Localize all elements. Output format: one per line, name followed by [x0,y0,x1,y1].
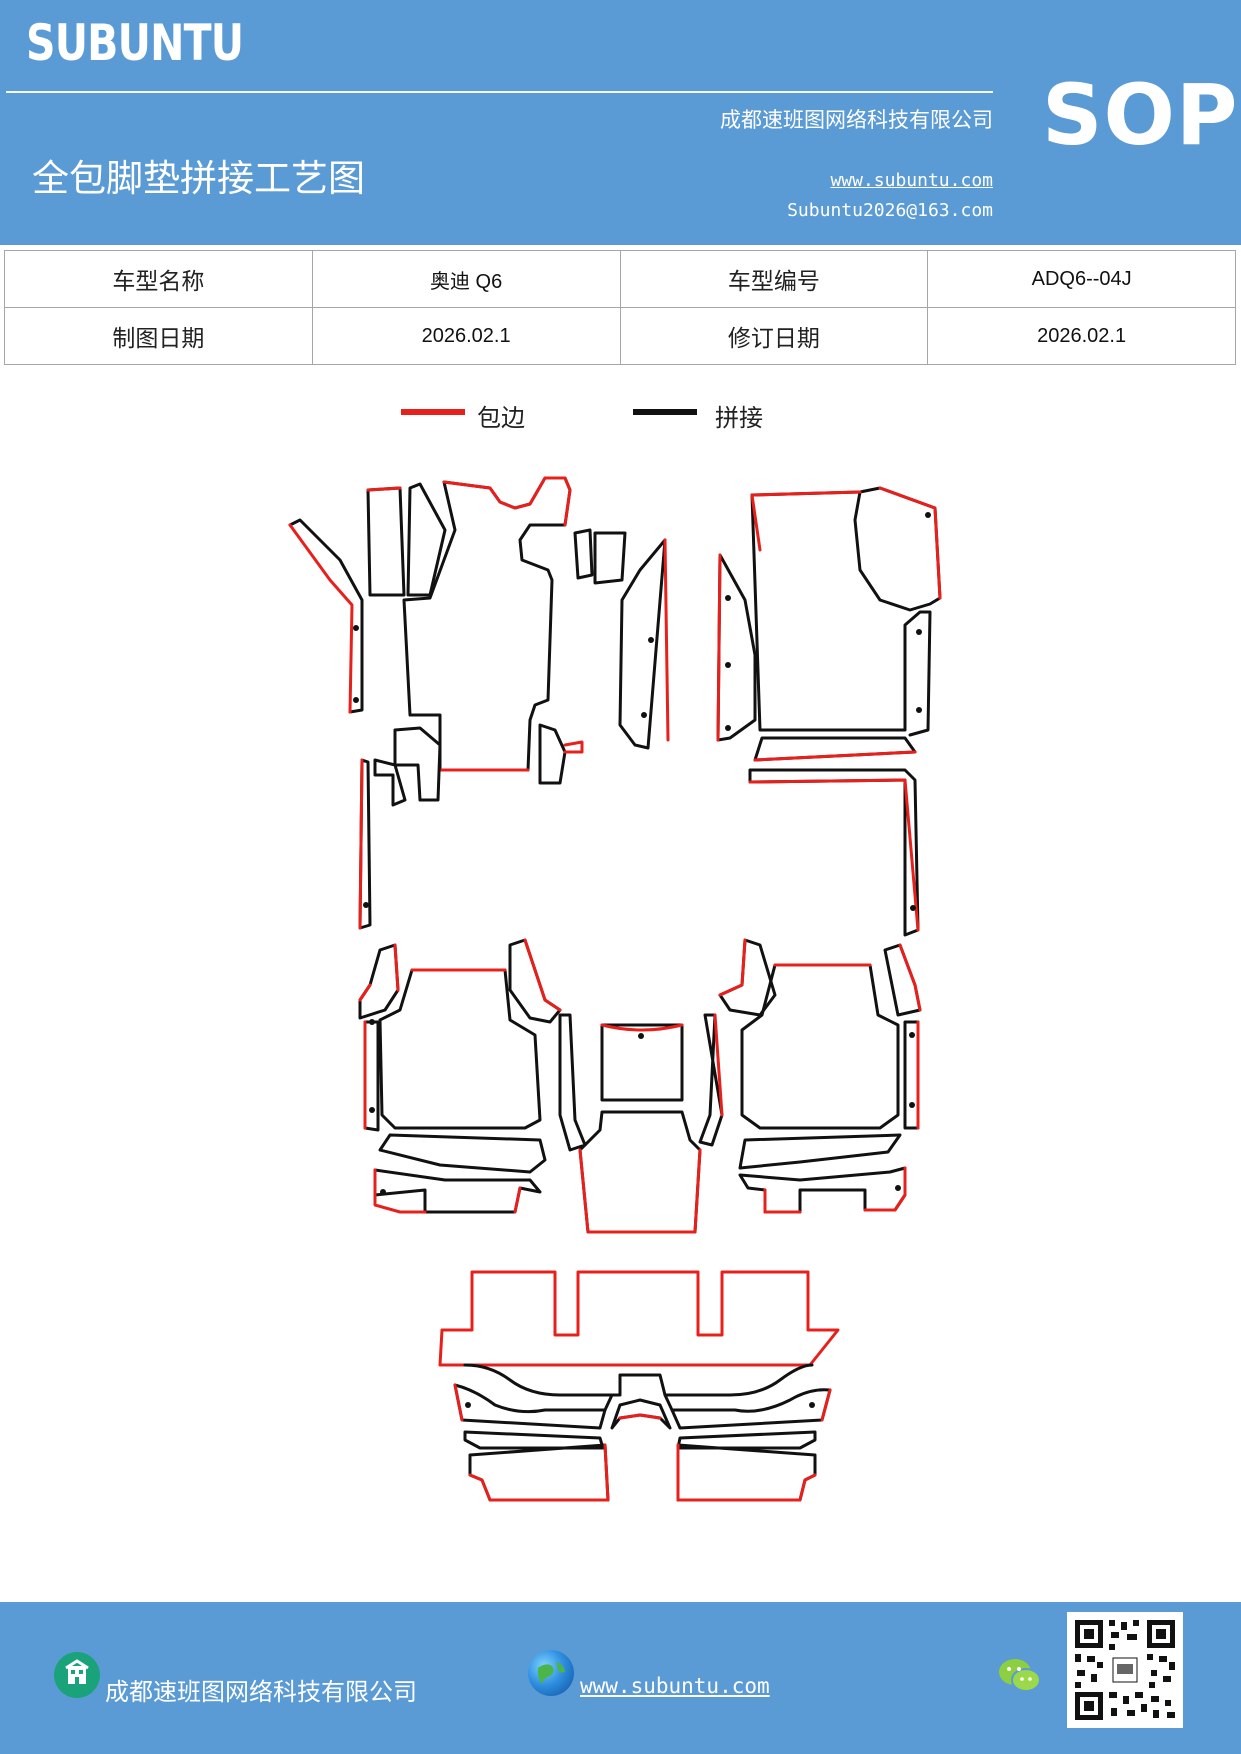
header-banner: SUBUNTU 成都速班图网络科技有限公司 全包脚垫拼接工艺图 www.subu… [0,0,1241,245]
sop-badge: SOP [1042,66,1239,164]
legend-label-splice: 拼接 [715,404,763,432]
globe-icon [528,1650,574,1696]
car-model-value: 奥迪 Q6 [311,250,621,308]
header-company: 成都速班图网络科技有限公司 [720,108,993,132]
car-model-label: 车型名称 [4,250,313,308]
front-left-mat [288,476,670,930]
header-website-link[interactable]: www.subuntu.com [830,170,993,191]
car-code-label: 车型编号 [619,250,929,308]
car-code-value: ADQ6--04J [927,250,1236,308]
revision-date-value: 2026.02.1 [927,307,1236,365]
draw-date-label: 制图日期 [4,307,313,365]
rear-right-mat [698,938,922,1214]
table-row: 制图日期 2026.02.1 修订日期 2026.02.1 [4,307,1236,365]
brand-logo: SUBUNTU [26,14,244,72]
legend-label-edging: 包边 [477,404,525,432]
third-row-mat [438,1270,840,1502]
footer-website-link[interactable]: www.subuntu.com [580,1674,770,1698]
footer-banner: 成都速班图网络科技有限公司 www.subuntu.com [0,1602,1241,1754]
wechat-icon[interactable] [996,1654,1044,1698]
header-email: Subuntu2026@163.com [787,200,993,221]
floor-mat-diagram [288,476,942,1502]
info-table: 车型名称 奥迪 Q6 车型编号 ADQ6--04J 制图日期 2026.02.1… [4,250,1236,365]
page-title: 全包脚垫拼接工艺图 [32,157,365,200]
front-right-mat [716,486,942,937]
center-tunnel-mat [578,1023,702,1234]
header-divider [6,91,993,93]
draw-date-value: 2026.02.1 [311,307,621,365]
footer-company: 成都速班图网络科技有限公司 [105,1678,417,1706]
building-icon [54,1652,100,1698]
revision-date-label: 修订日期 [619,307,929,365]
legend-red-line [401,409,465,415]
qr-code [1067,1612,1183,1728]
legend: 包边 拼接 [0,398,1241,438]
rear-left-mat [358,938,587,1214]
legend-black-line [633,409,697,415]
table-row: 车型名称 奥迪 Q6 车型编号 ADQ6--04J [4,250,1236,308]
